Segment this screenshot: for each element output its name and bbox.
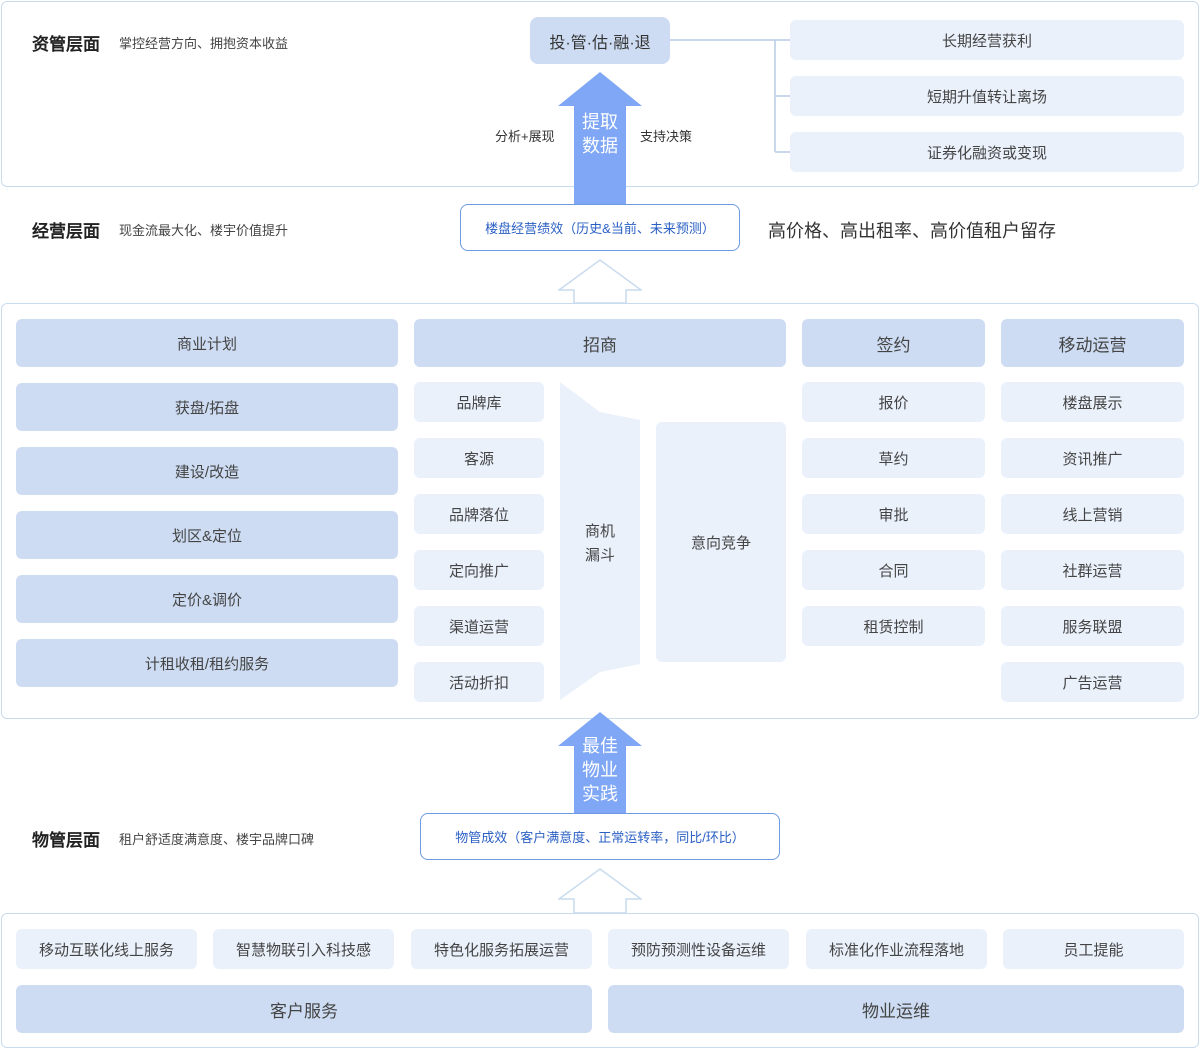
ops-layer-desc: 现金流最大化、楼宇价值提升	[119, 223, 289, 238]
pm-service-item: 标准化作业流程落地	[806, 929, 987, 969]
best-practice-label: 最佳 物业 实践	[574, 734, 626, 806]
extract-label-line2: 数据	[582, 136, 618, 156]
pm-layer-desc: 租户舒适度满意度、楼宇品牌口碑	[119, 832, 315, 847]
asset-connector-lines	[670, 39, 790, 153]
signing-item: 草约	[802, 438, 985, 478]
best-practice-line1: 最佳	[582, 736, 618, 756]
best-practice-arrow-icon	[558, 712, 642, 815]
leasing-item: 活动折扣	[414, 662, 544, 702]
leasing-item: 渠道运营	[414, 606, 544, 646]
mobile-ops-item: 资讯推广	[1001, 438, 1184, 478]
hollow-up-arrow-icon	[558, 259, 642, 304]
plan-item: 定价&调价	[16, 575, 398, 623]
plan-item: 计租收租/租约服务	[16, 639, 398, 687]
mobile-ops-header: 移动运营	[1001, 319, 1184, 367]
funnel-label-line2: 漏斗	[584, 547, 615, 564]
outcome-securitization: 证券化融资或变现	[790, 132, 1184, 172]
asset-layer-title: 资管层面	[32, 35, 100, 54]
plan-header: 商业计划	[16, 319, 398, 367]
extract-data-label: 提取 数据	[574, 110, 626, 158]
leasing-item: 品牌落位	[414, 494, 544, 534]
customer-service-box: 客户服务	[16, 985, 592, 1033]
plan-item: 建设/改造	[16, 447, 398, 495]
mobile-ops-item: 服务联盟	[1001, 606, 1184, 646]
mobile-ops-item: 楼盘展示	[1001, 382, 1184, 422]
decision-note: 支持决策	[640, 129, 693, 144]
leasing-item: 品牌库	[414, 382, 544, 422]
ops-kpi-box: 楼盘经营绩效（历史&当前、未来预测）	[460, 204, 740, 251]
hollow-up-arrow-icon	[558, 868, 642, 914]
outcome-long-term: 长期经营获利	[790, 20, 1184, 60]
mobile-ops-item: 广告运营	[1001, 662, 1184, 702]
mobile-ops-item: 社群运营	[1001, 550, 1184, 590]
best-practice-line2: 物业	[582, 760, 618, 780]
best-practice-line3: 实践	[582, 784, 618, 804]
funnel-label: 商机 漏斗	[570, 520, 630, 568]
ops-goals: 高价格、高出租率、高价值租户留存	[768, 221, 1056, 241]
mobile-ops-item: 线上营销	[1001, 494, 1184, 534]
pm-kpi-box: 物管成效（客户满意度、正常运转率，同比/环比）	[420, 813, 780, 860]
signing-header: 签约	[802, 319, 985, 367]
pm-service-item: 员工提能	[1003, 929, 1184, 969]
signing-item: 租赁控制	[802, 606, 985, 646]
pm-service-item: 特色化服务拓展运营	[411, 929, 592, 969]
ops-layer-title: 经营层面	[32, 222, 100, 241]
signing-item: 审批	[802, 494, 985, 534]
outcome-short-term: 短期升值转让离场	[790, 76, 1184, 116]
leasing-item: 定向推广	[414, 550, 544, 590]
funnel-shape-icon	[560, 382, 640, 700]
leasing-header: 招商	[414, 319, 786, 367]
extract-label-line1: 提取	[582, 112, 618, 132]
pm-service-item: 智慧物联引入科技感	[213, 929, 394, 969]
funnel-label-line1: 商机	[584, 523, 615, 540]
intent-competition-box: 意向竞争	[656, 422, 786, 662]
plan-item: 划区&定位	[16, 511, 398, 559]
signing-item: 报价	[802, 382, 985, 422]
signing-item: 合同	[802, 550, 985, 590]
plan-item: 获盘/拓盘	[16, 383, 398, 431]
leasing-item: 客源	[414, 438, 544, 478]
asset-layer-desc: 掌控经营方向、拥抱资本收益	[119, 36, 289, 51]
pm-service-item: 预防预测性设备运维	[608, 929, 789, 969]
property-ops-box: 物业运维	[608, 985, 1184, 1033]
pm-service-item: 移动互联化线上服务	[16, 929, 197, 969]
asset-center-box: 投·管·估·融·退	[530, 17, 670, 64]
pm-layer-title: 物管层面	[32, 831, 100, 850]
extract-data-arrow-icon	[558, 72, 642, 205]
analysis-note: 分析+展现	[495, 129, 555, 144]
